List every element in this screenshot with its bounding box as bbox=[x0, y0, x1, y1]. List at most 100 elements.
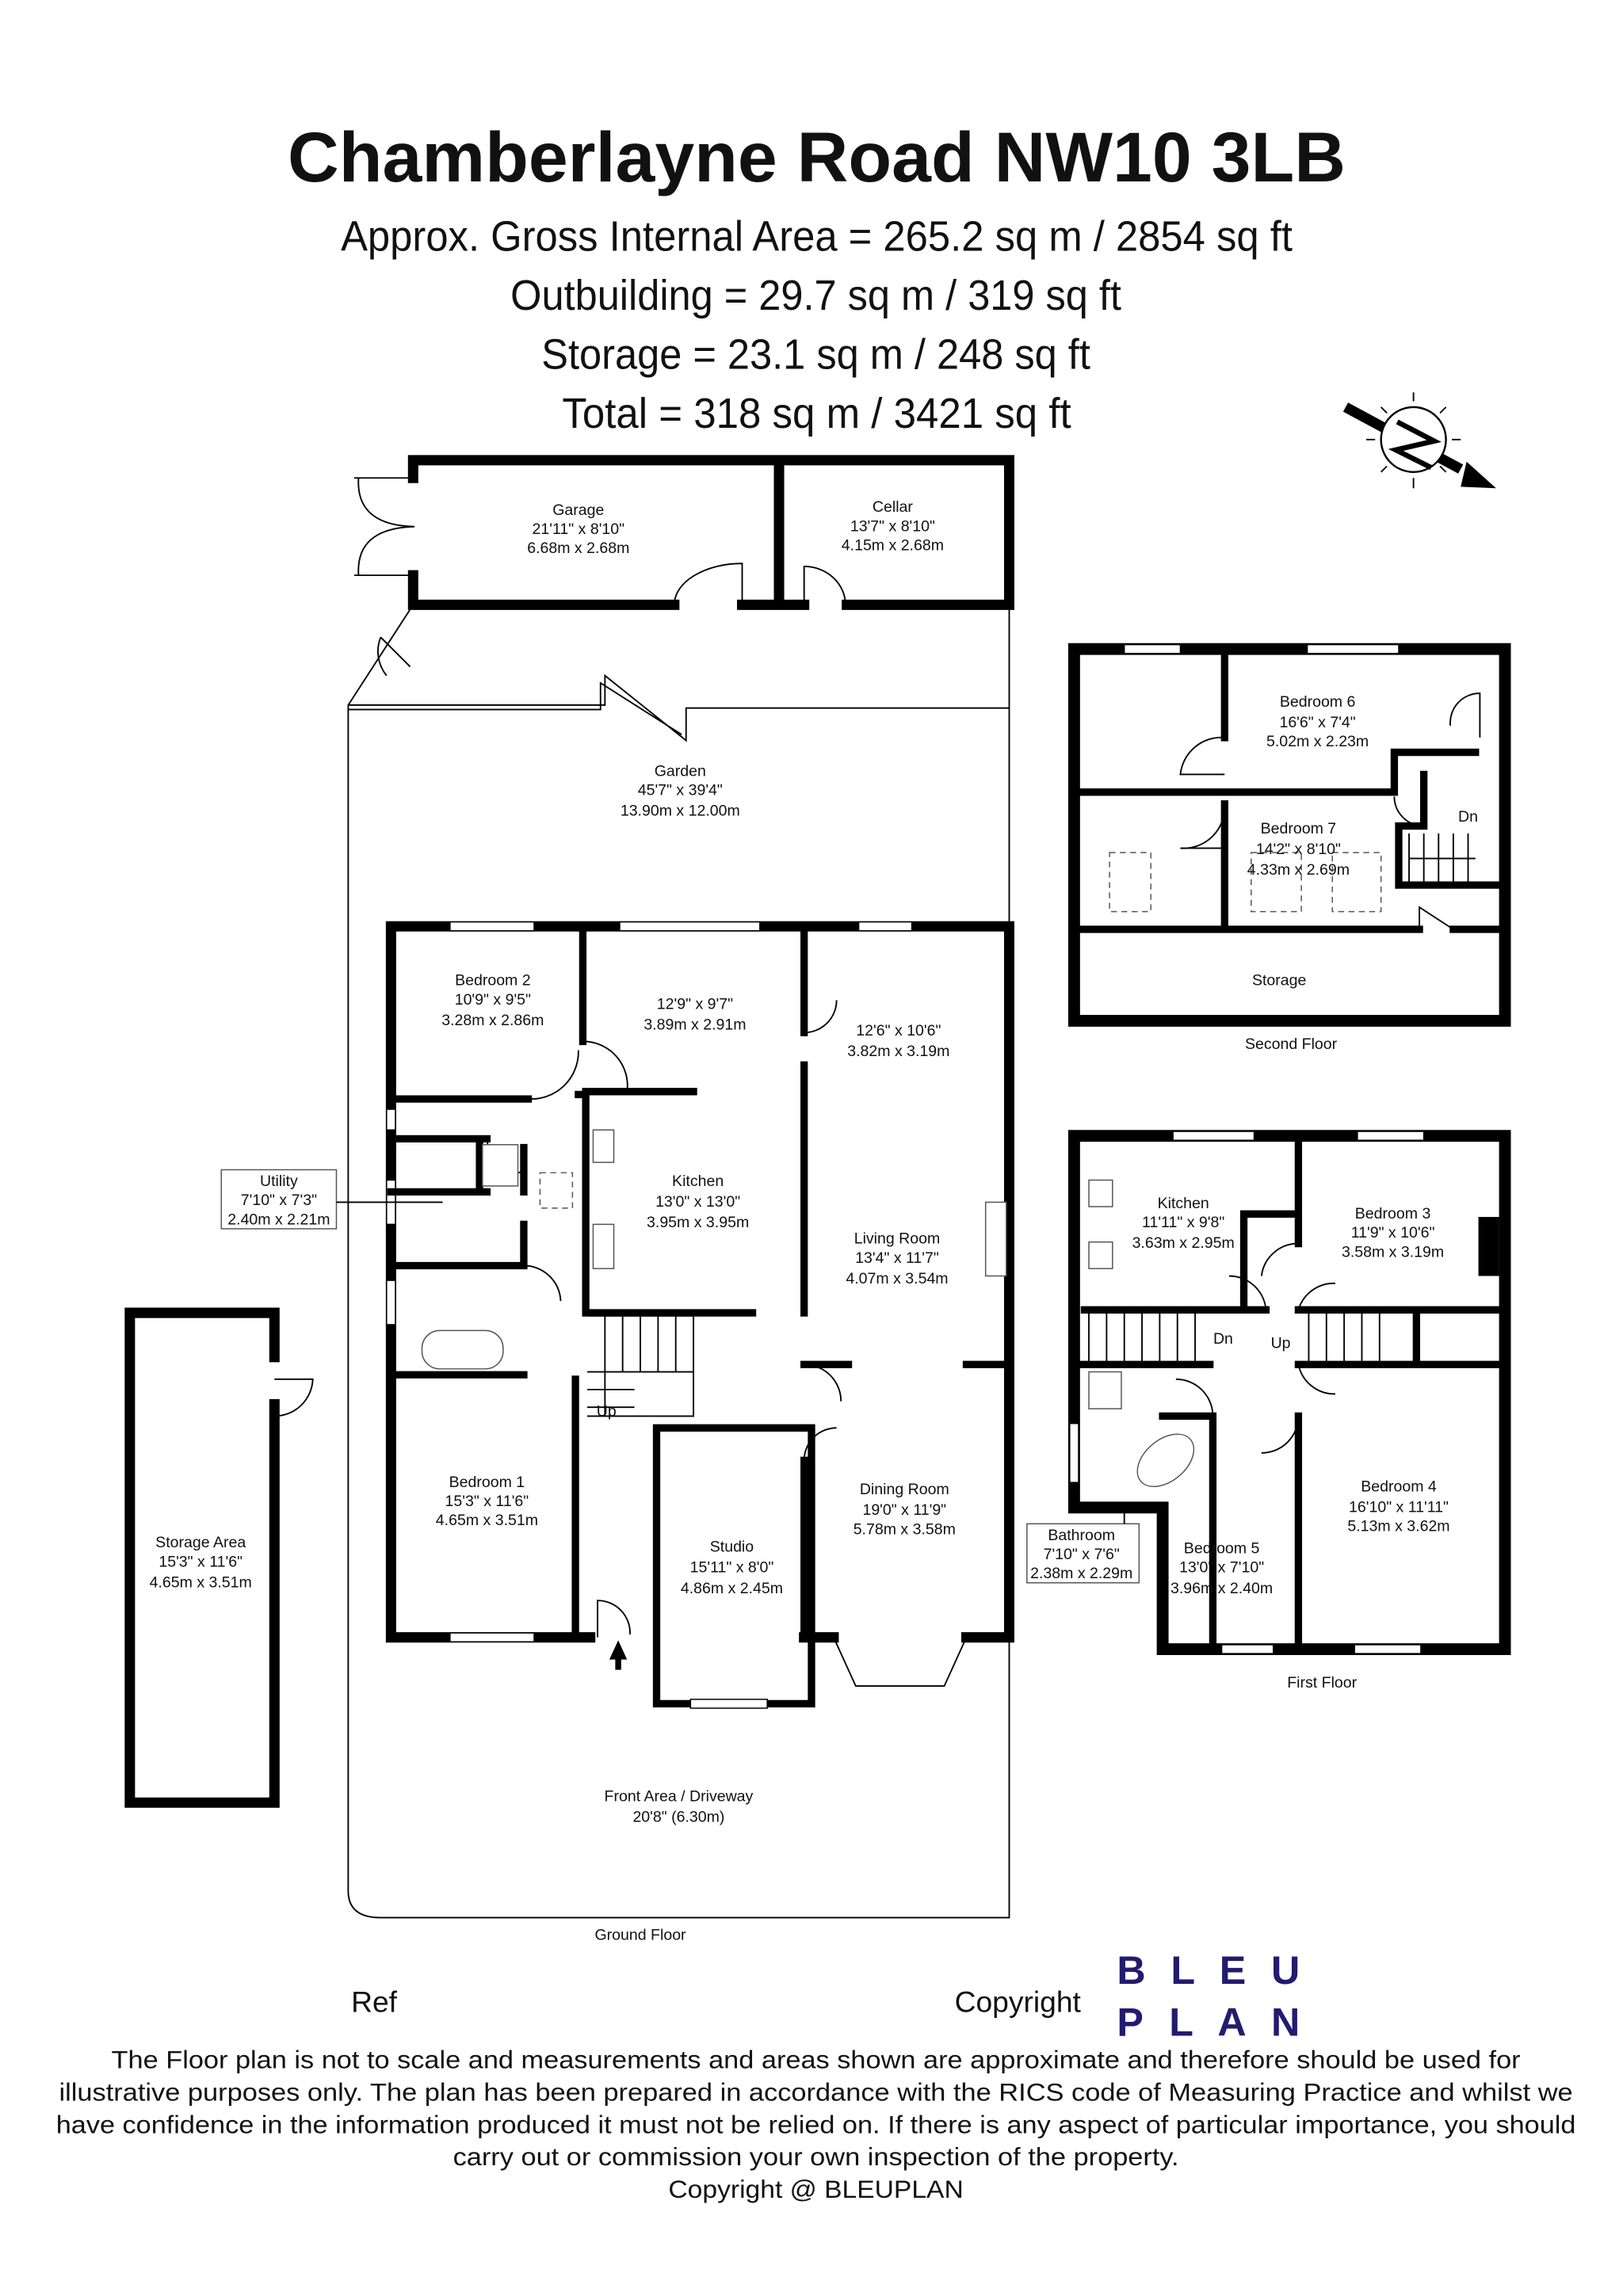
bedroom-7-metric: 4.33m x 2.69m bbox=[1247, 861, 1350, 879]
dining-room-imperial: 19'0" x 11'9" bbox=[862, 1501, 946, 1519]
utility-callout-box bbox=[220, 1169, 338, 1230]
garage-metric: 6.68m x 2.68m bbox=[527, 540, 629, 557]
cellar-label: Cellar bbox=[873, 498, 914, 516]
garden-label: Garden bbox=[655, 762, 706, 780]
reception-imperial: 12'9" x 9'7" bbox=[657, 996, 733, 1013]
corner-bath-icon bbox=[1136, 1433, 1195, 1488]
kitchen-imperial: 13'0" x 13'0" bbox=[655, 1193, 740, 1211]
dining-room-label: Dining Room bbox=[860, 1481, 949, 1498]
stairs-down-label: Dn bbox=[1213, 1330, 1233, 1348]
stairs-up-label: Up bbox=[1271, 1335, 1291, 1352]
bedroom-3-imperial: 11'9" x 10'6" bbox=[1351, 1224, 1435, 1241]
cellar-imperial: 13'7" x 8'10" bbox=[850, 517, 935, 535]
utility-label: Utility bbox=[260, 1173, 298, 1190]
living-room-metric: 4.07m x 3.54m bbox=[846, 1270, 948, 1287]
front-area-size: 20'8" (6.30m) bbox=[632, 1808, 724, 1825]
bedroom-1-imperial: 15'3" x 11'6" bbox=[445, 1493, 529, 1510]
living-upper-metric: 3.82m x 3.19m bbox=[847, 1043, 949, 1060]
skylight-icon bbox=[1331, 852, 1382, 913]
first-floor-plan: Bathroom 7'10" x 7'6" 2.38m x 2.29m Kitc… bbox=[1026, 1130, 1511, 1691]
kitchen-first-imperial: 11'11" x 9'8" bbox=[1142, 1214, 1224, 1231]
cellar-metric: 4.15m x 2.68m bbox=[842, 536, 944, 554]
garden-imperial: 45'7" x 39'4" bbox=[638, 782, 723, 799]
living-upper-imperial: 12'6" x 10'6" bbox=[856, 1022, 941, 1039]
logo-line-2: P L A N bbox=[1117, 2000, 1300, 2044]
bathroom-imperial: 7'10" x 7'6" bbox=[1044, 1546, 1120, 1563]
bedroom-7-imperial: 14'2" x 8'10" bbox=[1256, 841, 1341, 858]
storage-area-metric: 4.65m x 3.51m bbox=[150, 1573, 252, 1591]
bedroom-5-metric: 3.96m x 2.40m bbox=[1170, 1580, 1273, 1597]
logo-line-1: B L E U bbox=[1117, 1948, 1300, 1993]
disclaimer-line-3: have confidence in the information produ… bbox=[56, 2110, 1576, 2138]
dining-room-metric: 5.78m x 3.58m bbox=[854, 1520, 956, 1538]
bedroom-7-label: Bedroom 7 bbox=[1261, 820, 1337, 837]
chimney-breast bbox=[1478, 1217, 1499, 1276]
window bbox=[1354, 1644, 1422, 1654]
second-floor-title: Second Floor bbox=[1245, 1035, 1338, 1053]
entrance-arrow-icon bbox=[609, 1640, 628, 1670]
ground-floor-plan: Utility 7'10" x 7'3" 2.40m x 2.21m Bedro… bbox=[220, 921, 1014, 1943]
copyright-label: Copyright bbox=[955, 1985, 1082, 2019]
window bbox=[1357, 1131, 1425, 1141]
utility-metric: 2.40m x 2.21m bbox=[227, 1211, 330, 1228]
disclaimer-line-2: illustrative purposes only. The plan has… bbox=[59, 2077, 1572, 2106]
bath-icon bbox=[421, 1329, 504, 1370]
bedroom-2-label: Bedroom 2 bbox=[455, 972, 531, 990]
bedroom-5-label: Bedroom 5 bbox=[1184, 1540, 1260, 1558]
disclaimer-line-4: carry out or commission your own inspect… bbox=[453, 2142, 1179, 2171]
shower-icon bbox=[482, 1144, 519, 1187]
bathroom-label: Bathroom bbox=[1048, 1527, 1115, 1544]
garage-label: Garage bbox=[552, 502, 604, 519]
total-area: Total = 318 sq m / 3421 sq ft bbox=[562, 390, 1071, 437]
skylight-icon bbox=[539, 1172, 574, 1209]
window bbox=[449, 921, 535, 932]
stairs-up-label: Up bbox=[597, 1402, 617, 1420]
skylight-icon bbox=[1109, 852, 1151, 913]
bedroom-4-metric: 5.13m x 3.62m bbox=[1347, 1518, 1449, 1535]
bleuplan-logo: B L E U P L A N bbox=[1117, 1948, 1300, 2044]
bedroom-5-imperial: 13'0" x 7'10" bbox=[1179, 1559, 1264, 1577]
storage-area-imperial: 15'3" x 11'6" bbox=[158, 1553, 242, 1570]
garage-cellar-outbuilding: Garage 21'11" x 8'10" 6.68m x 2.68m Cell… bbox=[353, 455, 1014, 610]
front-area-label: Front Area / Driveway bbox=[605, 1787, 754, 1805]
garage-imperial: 21'11" x 8'10" bbox=[533, 521, 625, 538]
chimney-breast bbox=[984, 1201, 1007, 1277]
reception-metric: 3.89m x 2.91m bbox=[643, 1016, 746, 1034]
bedroom-2-metric: 3.28m x 2.86m bbox=[441, 1012, 544, 1029]
ground-floor-title: Ground Floor bbox=[594, 1926, 686, 1943]
storage-area-label: Storage Area bbox=[155, 1534, 246, 1551]
bedroom-1-label: Bedroom 1 bbox=[449, 1474, 525, 1491]
outbuilding-area: Outbuilding = 29.7 sq m / 319 sq ft bbox=[510, 272, 1121, 319]
studio-metric: 4.86m x 2.45m bbox=[681, 1580, 783, 1597]
window bbox=[386, 1108, 396, 1131]
utility-imperial: 7'10" x 7'3" bbox=[241, 1192, 317, 1209]
gross-internal-area: Approx. Gross Internal Area = 265.2 sq m… bbox=[341, 213, 1293, 261]
stairs-down-label: Dn bbox=[1458, 808, 1478, 826]
sliding-door bbox=[619, 921, 761, 932]
sink-icon bbox=[592, 1129, 615, 1163]
first-floor-title: First Floor bbox=[1287, 1674, 1357, 1691]
window bbox=[449, 1632, 535, 1643]
window bbox=[386, 1280, 396, 1325]
garden-metric: 13.90m x 12.00m bbox=[621, 803, 740, 820]
bedroom-2-imperial: 10'9" x 9'5" bbox=[455, 991, 531, 1009]
ref-label: Ref bbox=[351, 1985, 398, 2019]
bathroom-metric: 2.38m x 2.29m bbox=[1030, 1565, 1132, 1582]
storage-area-outbuilding: Storage Area 15'3" x 11'6" 4.65m x 3.51m bbox=[124, 1307, 314, 1808]
shower-icon bbox=[1088, 1371, 1122, 1409]
hob-icon bbox=[592, 1223, 615, 1269]
living-room-imperial: 13'4" x 11'7" bbox=[855, 1249, 939, 1267]
sink-icon bbox=[1088, 1179, 1113, 1207]
window bbox=[1306, 643, 1400, 654]
bedroom-4-imperial: 16'10" x 11'11" bbox=[1349, 1498, 1449, 1516]
north-arrow-compass-icon bbox=[1342, 392, 1496, 489]
window bbox=[1069, 1422, 1079, 1483]
bathroom-callout-box bbox=[1026, 1523, 1140, 1584]
window bbox=[1220, 1644, 1274, 1654]
window bbox=[689, 1699, 768, 1709]
second-floor-plan: Bedroom 6 16'6" x 7'4" 5.02m x 2.23m Bed… bbox=[1067, 643, 1511, 1053]
kitchen-first-label: Kitchen bbox=[1158, 1195, 1209, 1212]
window bbox=[857, 921, 913, 932]
